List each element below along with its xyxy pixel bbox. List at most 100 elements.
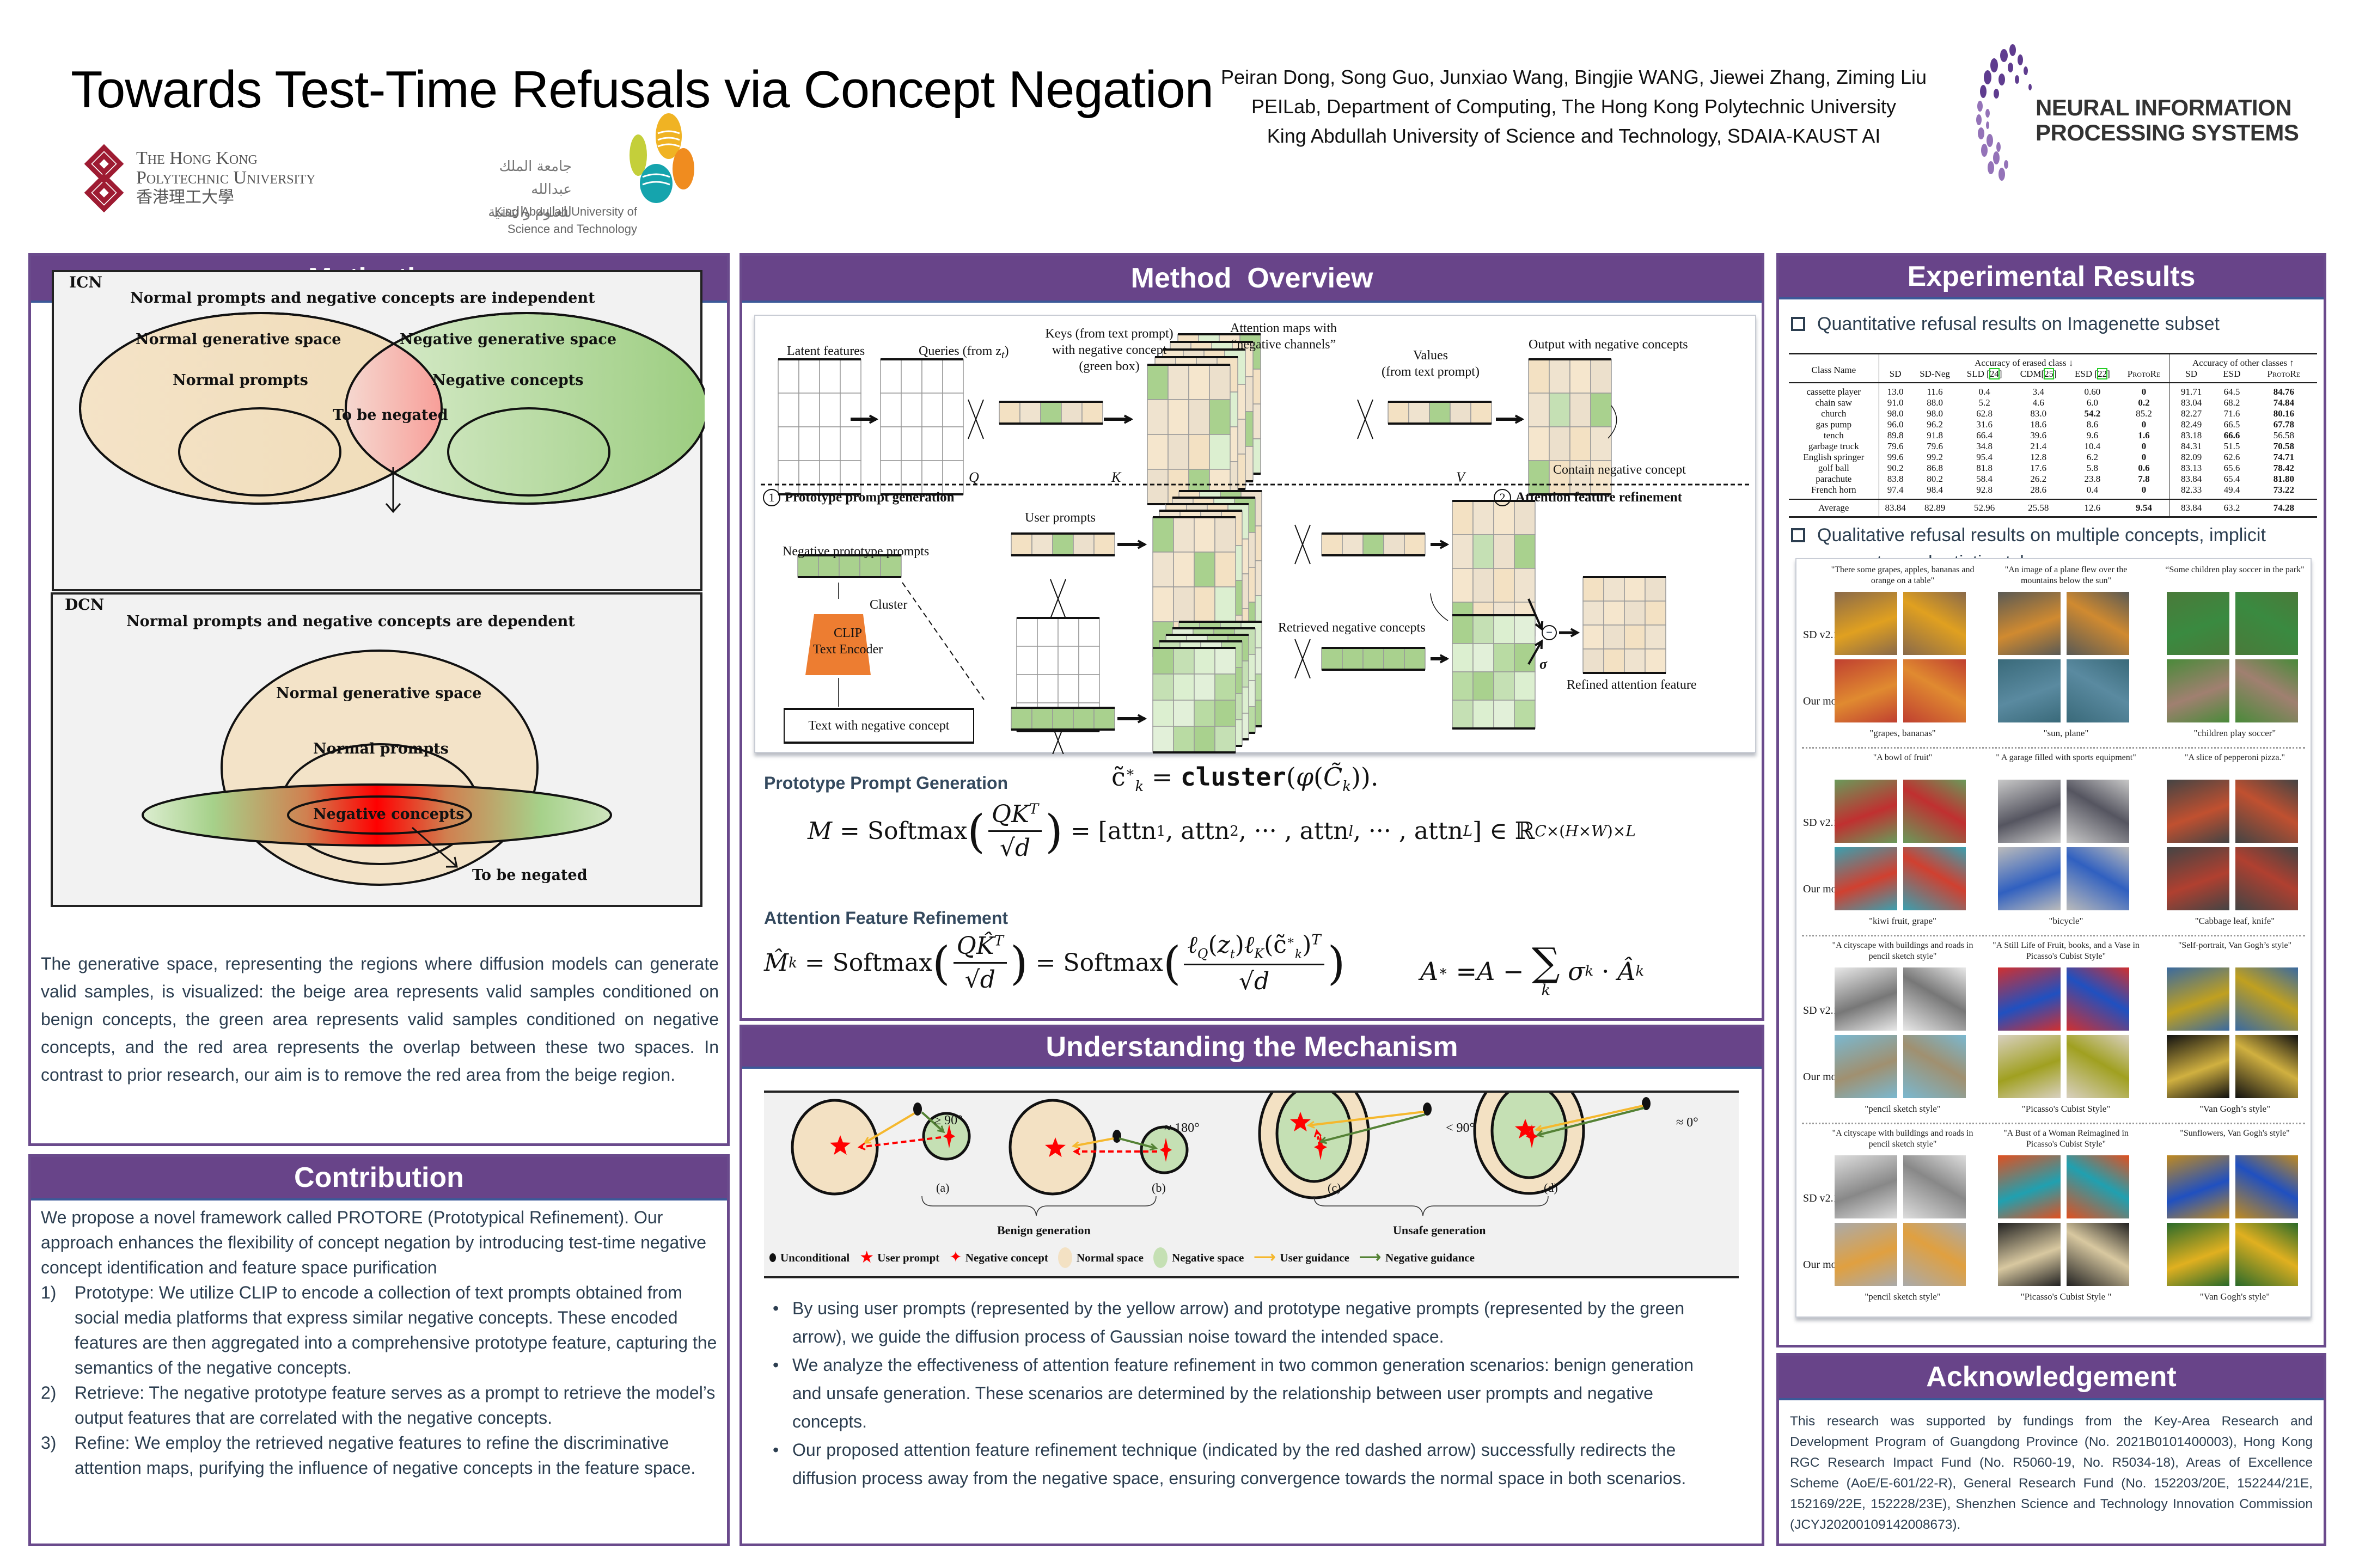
grid-cell bbox=[1040, 401, 1062, 424]
multiply-sign bbox=[1294, 524, 1311, 565]
grid-cell bbox=[1472, 534, 1494, 569]
eq-label-prototype: Prototype Prompt Generation bbox=[764, 773, 1009, 793]
cell-other-value: 84.31 bbox=[2168, 441, 2214, 452]
equation-refinement: M̂k = Softmax( QK̂T√d ) = Softmax( ℓQ(zt… bbox=[764, 931, 1346, 995]
qual-negative-concept: "pencil sketch style" bbox=[1865, 1291, 1941, 1302]
benign-brace bbox=[921, 1196, 1157, 1216]
cell-class-name: French horn bbox=[1811, 485, 1856, 495]
grid-cell bbox=[1147, 469, 1169, 505]
cell-erased-value: 6.0 bbox=[2086, 397, 2099, 408]
square-bullet-icon bbox=[1791, 317, 1805, 331]
dcn-negative-band bbox=[142, 783, 612, 847]
grid-cell bbox=[901, 359, 922, 394]
citation-link[interactable]: 24 bbox=[1989, 368, 2000, 379]
retrieved-negative-grid bbox=[1452, 614, 1536, 730]
legend-label: User prompt bbox=[877, 1251, 940, 1264]
cell-erased-value: 23.8 bbox=[2084, 474, 2101, 484]
grid-cell bbox=[1037, 646, 1059, 675]
cell-other-value: 73.22 bbox=[2273, 485, 2294, 495]
cell-erased-value: 0 bbox=[2141, 419, 2147, 430]
grid-cell bbox=[1147, 434, 1169, 470]
negative-indicator-arrow bbox=[1608, 405, 1617, 439]
polyu-line1: The Hong Kong bbox=[136, 148, 258, 168]
col-other-protore: ProtoRe bbox=[2250, 369, 2317, 383]
quant-heading: Quantitative refusal results on Imagenet… bbox=[1791, 310, 2220, 338]
cell-erased-value: 17.6 bbox=[2030, 463, 2047, 473]
user-prompt-star-c bbox=[1289, 1112, 1311, 1132]
cell-erased-value: 6.2 bbox=[2086, 452, 2099, 462]
legend-negative-guidance: ⟶Negative guidance bbox=[1359, 1250, 1475, 1265]
grid-cell bbox=[798, 359, 820, 394]
qual-prompt: "A cityscape with buildings and roads in… bbox=[1832, 941, 1973, 961]
cell-erased-value: 1.6 bbox=[2138, 430, 2150, 440]
cell-erased-value: 31.6 bbox=[1976, 419, 1993, 430]
label-user-prompts: User prompts bbox=[1025, 511, 1096, 525]
icn-to-be-negated: To be negated bbox=[333, 407, 448, 424]
grid-cell bbox=[901, 393, 922, 427]
sd-generated-image bbox=[2067, 967, 2129, 1031]
kaust-en-1: King Abdullah University of bbox=[494, 205, 637, 218]
qual-prompt: "An image of a plane flew over the mount… bbox=[2004, 565, 2128, 585]
grid-cell bbox=[840, 359, 861, 394]
cell-erased-value: 96.0 bbox=[1878, 419, 1912, 430]
qual-negative-concept: "pencil sketch style" bbox=[1865, 1104, 1941, 1114]
grid-cell bbox=[1052, 707, 1074, 730]
user-prompt-star-a bbox=[829, 1135, 851, 1155]
contribution-header: Contribution bbox=[31, 1157, 727, 1200]
results-header: Experimental Results bbox=[1779, 256, 2324, 299]
cell-other-value: 82.33 bbox=[2168, 485, 2214, 499]
label-cluster: Cluster bbox=[870, 598, 908, 612]
cell-erased-value: 9.6 bbox=[2086, 430, 2099, 440]
refinement-arrow-c bbox=[1316, 1130, 1321, 1146]
citation-link[interactable]: 25 bbox=[2044, 368, 2055, 379]
arrow-user-to-attn-head bbox=[1137, 540, 1147, 549]
cell-erased-value: 79.6 bbox=[1878, 441, 1912, 452]
ours-generated-image bbox=[1835, 1035, 1897, 1098]
row-label-sd: SD v2.1 bbox=[1803, 817, 1839, 829]
cell-other-value: 83.18 bbox=[2168, 430, 2214, 441]
qual-divider bbox=[1802, 1123, 2305, 1124]
arrow-to-refined-head bbox=[1570, 628, 1580, 638]
sub-label-b: (b) bbox=[1152, 1181, 1166, 1195]
kaust-english: King Abdullah University of Science and … bbox=[430, 203, 637, 238]
refinement-arrow-a-head bbox=[857, 1142, 866, 1150]
contribution-intro: We propose a novel framework called PROT… bbox=[41, 1208, 707, 1277]
qual-negative-concept: "kiwi fruit, grape" bbox=[1869, 916, 1936, 926]
mechanism-diagram-svg bbox=[791, 1093, 1651, 1216]
citation-link[interactable]: 22 bbox=[2097, 368, 2108, 379]
normal-space-a bbox=[791, 1099, 879, 1196]
step2-text: Attention feature refinement bbox=[1515, 490, 1682, 505]
negative-guidance-c-head bbox=[1318, 1136, 1328, 1144]
grid-cell bbox=[1214, 552, 1236, 587]
poster-title: Towards Test-Time Refusals via Concept N… bbox=[71, 60, 1214, 119]
cell-other-value: 91.71 bbox=[2168, 383, 2214, 397]
angle-a: ≥ 90° bbox=[934, 1113, 963, 1128]
grid-cell bbox=[1362, 533, 1384, 556]
user-guidance-b bbox=[1073, 1137, 1114, 1147]
cell-erased-value: 79.6 bbox=[1927, 441, 1943, 451]
retrieval-dashed-arrow bbox=[902, 582, 985, 700]
equation-cluster: c̃∗k = cluster(φ(C̃k)). bbox=[1111, 762, 1379, 795]
unsafe-brace bbox=[1313, 1196, 1549, 1216]
values-vector bbox=[1388, 401, 1492, 425]
neurips-logo: NEURAL INFORMATION PROCESSING SYSTEMS bbox=[1971, 44, 2320, 191]
ours-generated-image bbox=[1903, 847, 1966, 910]
mechanism-legend: Unconditional ★User prompt ✦Negative con… bbox=[769, 1247, 1475, 1268]
grid-cell bbox=[1058, 617, 1079, 647]
cell-erased-value: 25.58 bbox=[2010, 499, 2066, 518]
mechanism-header: Understanding the Mechanism bbox=[742, 1027, 1762, 1069]
grid-cell bbox=[1450, 401, 1471, 424]
grid-cell bbox=[1582, 648, 1604, 673]
grid-cell bbox=[1383, 533, 1405, 556]
arrow-values-to-output-head bbox=[1514, 414, 1525, 424]
grid-cell bbox=[818, 555, 840, 578]
arrow-sigma-to-minus-head bbox=[1535, 639, 1543, 650]
row-label-sd: SD v2.1 bbox=[1803, 1004, 1839, 1016]
keys-line3: (green box) bbox=[1079, 359, 1140, 373]
grid-cell bbox=[778, 359, 799, 394]
ours-generated-image bbox=[1835, 659, 1897, 722]
grid-cell bbox=[1152, 673, 1174, 701]
queries-text: Queries (from z bbox=[919, 344, 1001, 358]
step1-label: 1 Prototype prompt generation bbox=[763, 489, 955, 506]
